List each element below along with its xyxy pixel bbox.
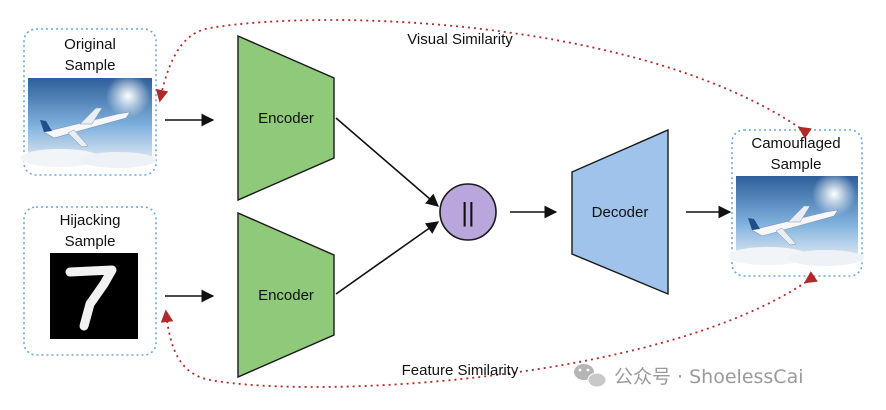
camouflaged-sample-box (731, 129, 863, 277)
mnist-digit-image (50, 253, 138, 339)
feature-similarity-label: Feature Similarity (402, 362, 519, 379)
watermark-text: 公众号 · ShoelessCai (614, 366, 804, 388)
concat-symbol: || (461, 197, 475, 227)
original-sample-label-line1: Original (64, 36, 116, 53)
encoder-bottom-label: Encoder (258, 287, 314, 304)
camouflaged-sample-label-line1: Camouflaged (751, 135, 840, 152)
encoder-top-label: Encoder (258, 110, 314, 127)
arrow-encoder-top-to-concat (335, 117, 439, 207)
camouflaged-sample-label-line2: Sample (771, 156, 822, 173)
hijacking-sample-label-line1: Hijacking (60, 212, 121, 229)
arrow-encoder-bottom-to-concat (335, 221, 440, 295)
visual-similarity-label: Visual Similarity (407, 31, 513, 48)
original-sample-box (23, 28, 157, 176)
camouflaged-airplane-image (728, 172, 864, 266)
concat-node (439, 183, 497, 241)
decoder-label: Decoder (592, 204, 649, 221)
original-sample-label-line2: Sample (65, 57, 116, 74)
feature-similarity-arc (160, 271, 818, 388)
original-airplane-image (20, 74, 156, 168)
wechat-icon (574, 364, 607, 388)
hijacking-sample-label-line2: Sample (65, 233, 116, 250)
visual-similarity-arc (155, 19, 812, 139)
